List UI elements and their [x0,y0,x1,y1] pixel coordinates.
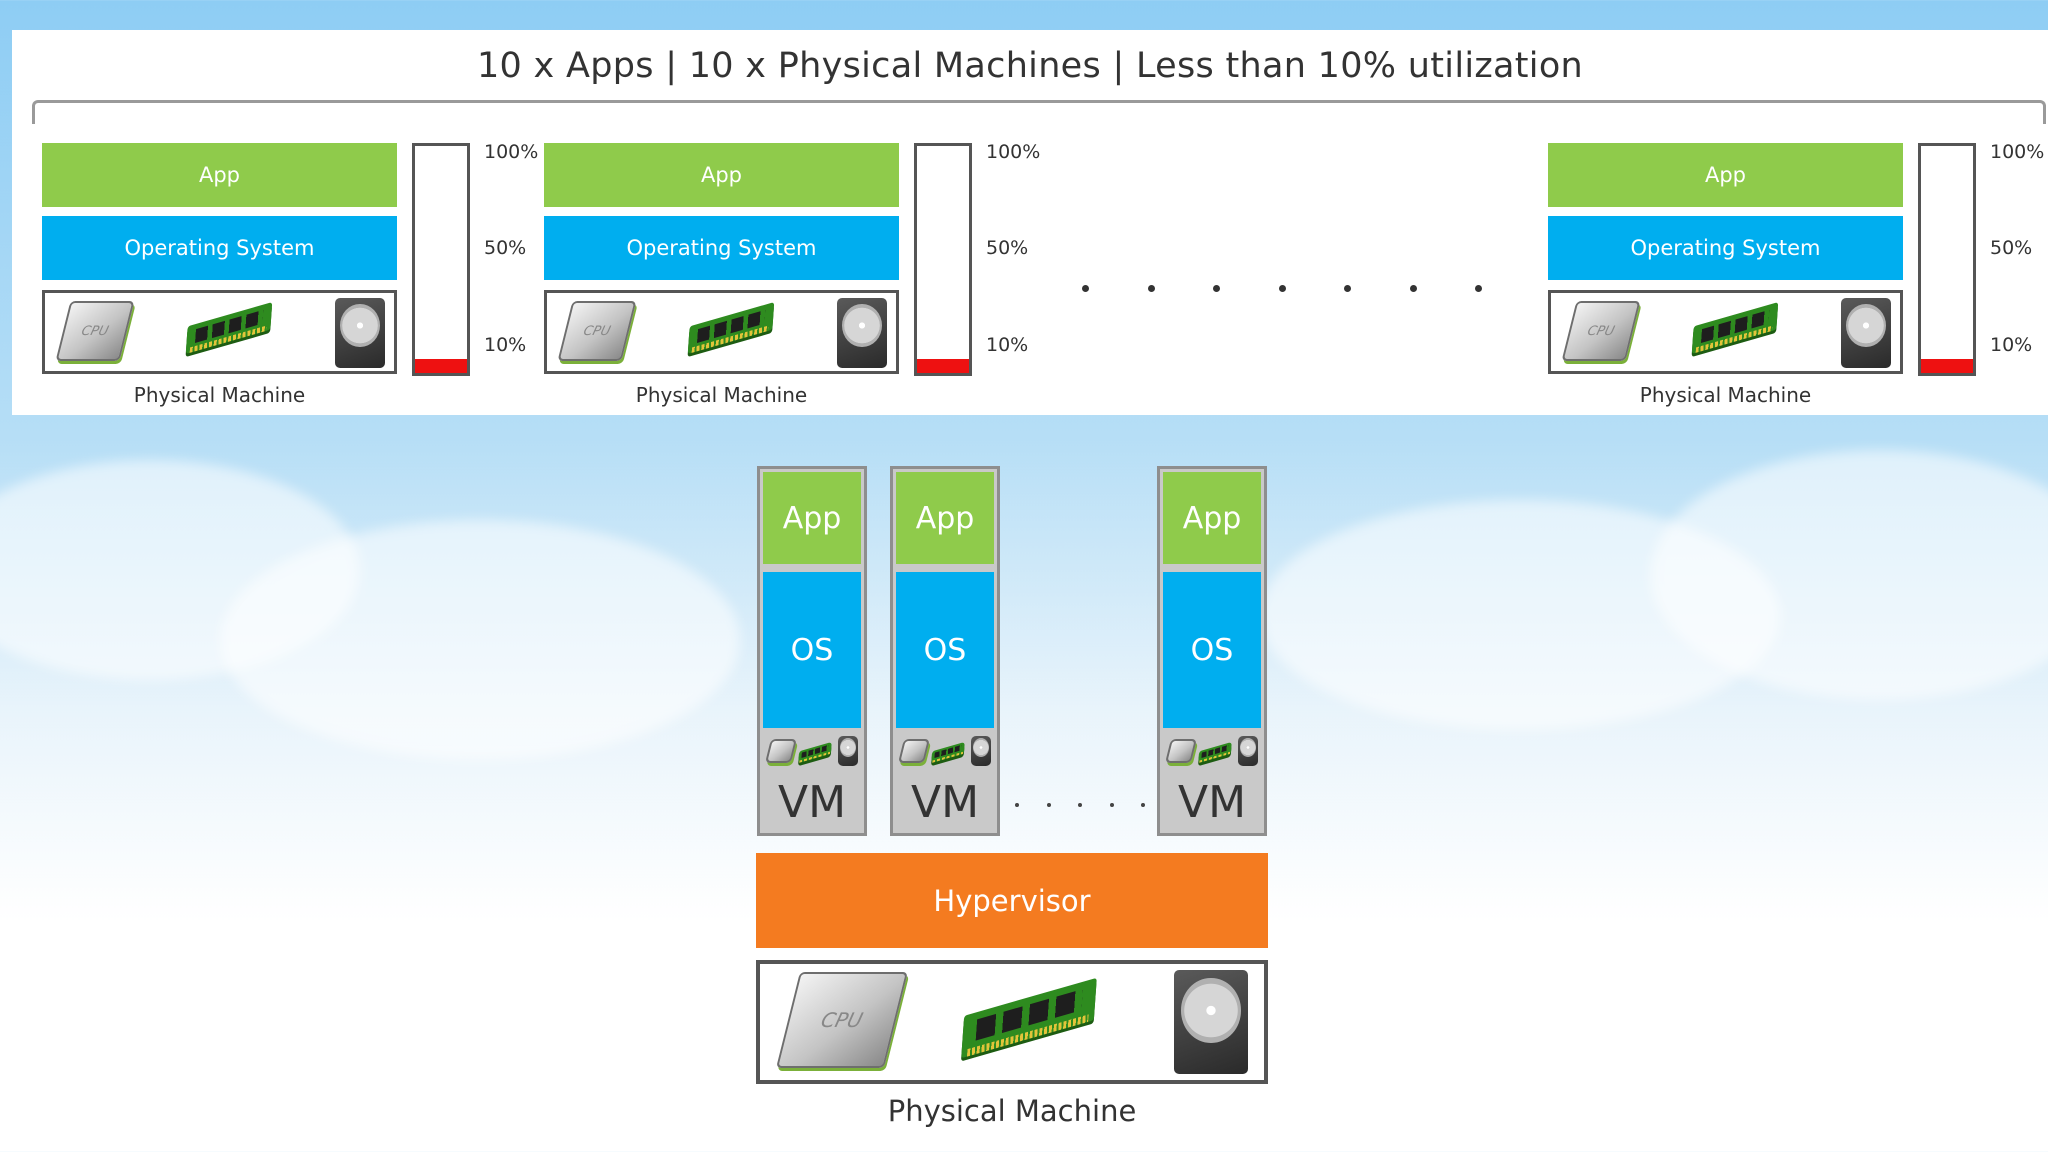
hard-disk-icon [1174,970,1248,1074]
cpu-icon [765,739,797,763]
ram-icon [1198,741,1232,764]
virtual-machine: App OS VM [757,466,867,836]
hardware-box: CPU [42,290,397,374]
cpu-icon [898,739,930,763]
vm-app-layer: App [763,472,861,564]
vm-label: VM [1177,777,1247,828]
more-vms-ellipsis [1015,803,1145,807]
hypervisor-layer: Hypervisor [756,853,1268,948]
vm-app-layer: App [1163,472,1261,564]
ellipsis-dot [1015,803,1019,807]
ellipsis-dot [1082,285,1089,292]
gauge-tick-10: 10% [986,334,1029,356]
gauge-tick-100: 100% [986,141,1041,163]
host-physical-machine-label: Physical Machine [887,1094,1137,1128]
ellipsis-dot [1078,803,1082,807]
gauge-tick-50: 50% [484,237,527,259]
utilization-gauge [412,143,470,376]
physical-machine-stack: App Operating System CPU Physical Machin… [42,141,552,413]
app-layer: App [42,143,397,207]
cpu-icon: CPU [55,301,135,361]
ellipsis-dot [1147,285,1155,292]
diagram-title: 10 x Apps | 10 x Physical Machines | Les… [476,46,1584,86]
gauge-tick-10: 10% [484,334,527,356]
ellipsis-dot [1109,803,1114,807]
gauge-tick-10: 10% [1990,334,2033,356]
app-layer: App [1548,143,1903,207]
ellipsis-dot [1141,803,1145,807]
physical-machine-stack: App Operating System CPU Physical Machin… [1548,141,2048,413]
ram-icon [931,741,965,764]
hard-disk-icon [837,298,887,368]
ellipsis-dot [1409,285,1417,292]
cpu-icon [1165,739,1197,763]
hardware-box: CPU [544,290,899,374]
utilization-fill [1921,359,1973,373]
hardware-box: CPU [1548,290,1903,374]
physical-machine-label: Physical Machine [1639,383,1812,407]
ellipsis-dot [1278,285,1286,292]
hard-disk-icon [838,736,858,766]
vm-app-layer: App [896,472,994,564]
ram-icon [687,302,775,354]
vm-label: VM [777,777,847,828]
physical-machine-label: Physical Machine [635,383,808,407]
vm-os-layer: OS [896,572,994,728]
gauge-tick-100: 100% [484,141,539,163]
utilization-fill [415,359,467,373]
hard-disk-icon [335,298,385,368]
cpu-icon: CPU [1561,301,1641,361]
cpu-chip-label: CPU [79,323,111,339]
app-layer: App [544,143,899,207]
traditional-architecture-panel: 10 x Apps | 10 x Physical Machines | Les… [12,30,2048,415]
operating-system-layer: Operating System [544,216,899,280]
ellipsis-dot [1213,285,1220,292]
cpu-icon: CPU [557,301,637,361]
utilization-fill [917,359,969,373]
cpu-chip-label: CPU [818,1008,866,1032]
virtual-machine: App OS VM [890,466,1000,836]
physical-machine-label: Physical Machine [133,383,306,407]
ram-icon [1691,302,1779,354]
virtual-machine: App OS VM [1157,466,1267,836]
cpu-chip-label: CPU [1585,323,1617,339]
operating-system-layer: Operating System [1548,216,1903,280]
cloud-decoration [1650,450,2048,700]
operating-system-layer: Operating System [42,216,397,280]
hard-disk-icon [1841,298,1891,368]
vm-os-layer: OS [1163,572,1261,728]
ram-icon [185,302,273,354]
hard-disk-icon [971,736,991,766]
physical-machine-stack: App Operating System CPU Physical Machin… [544,141,1054,413]
gauge-tick-100: 100% [1990,141,2045,163]
cpu-icon: CPU [776,972,908,1068]
vm-os-layer: OS [763,572,861,728]
hard-disk-icon [1238,736,1258,766]
grouping-bracket [32,100,2046,124]
host-hardware-box: CPU [756,960,1268,1084]
ram-icon [798,741,832,764]
utilization-gauge [914,143,972,376]
cpu-chip-label: CPU [581,323,613,339]
gauge-tick-50: 50% [986,237,1029,259]
vm-label: VM [910,777,980,828]
more-machines-ellipsis [1082,285,1482,292]
gauge-tick-50: 50% [1990,237,2033,259]
ellipsis-dot [1046,803,1051,807]
ellipsis-dot [1344,285,1351,292]
utilization-gauge [1918,143,1976,376]
cloud-decoration [220,520,740,760]
ram-icon [961,977,1097,1059]
ellipsis-dot [1475,285,1482,292]
